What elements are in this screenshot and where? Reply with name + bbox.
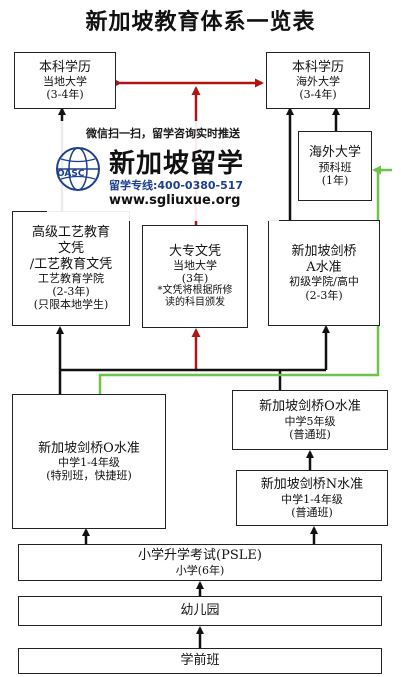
- box-line: (1年): [321, 173, 349, 187]
- box-n-level: 新加坡剑桥N水准 中学1-4年级 (普通班): [236, 470, 388, 526]
- box-title: 本科学历: [38, 59, 91, 75]
- page-title: 新加坡教育体系一览表: [85, 9, 316, 35]
- box-line: 中学5年级: [284, 414, 336, 428]
- box-a-level: 新加坡剑桥 A水准 初级学院/高中 (2-3年): [268, 220, 380, 326]
- box-psle: 小学升学考试(PSLE) 小学(6年): [18, 544, 382, 581]
- watermark-logo-text: OASC: [57, 169, 85, 179]
- box-title: 新加坡剑桥O水准: [38, 440, 140, 456]
- box-line: (普通班): [289, 427, 331, 441]
- box-local-bachelor: 本科学历 当地大学 (3-4年): [14, 52, 116, 109]
- box-line: 工艺教育学院: [38, 272, 104, 286]
- watermark-brand: 新加坡留学: [109, 149, 245, 179]
- box-overseas-prep: 海外大学 预科班 (1年): [298, 131, 372, 201]
- box-overseas-bachelor: 本科学历 海外大学 (3-4年): [266, 52, 370, 109]
- watermark: 微信扫一扫，留学咨询实时推送 OASC 新加坡留学 留学专线:400-0380-…: [47, 121, 279, 221]
- box-line: (2-3年): [52, 285, 90, 299]
- box-o-level-special: 新加坡剑桥O水准 中学1-4年级 (特别班，快捷班): [12, 394, 166, 529]
- box-line: 中学1-4年级: [281, 492, 343, 506]
- box-line: 当地大学: [43, 75, 87, 89]
- box-title: 幼儿园: [180, 603, 220, 619]
- box-line: 文凭: [57, 240, 84, 256]
- box-line: (3-4年): [299, 88, 337, 102]
- box-kindergarten: 幼儿园: [18, 596, 382, 626]
- box-line: 初级学院/高中: [289, 275, 359, 289]
- box-note: 读的科目颁发: [165, 297, 225, 309]
- box-line: 中学1-4年级: [58, 456, 120, 470]
- box-title: 新加坡剑桥O水准: [259, 399, 361, 415]
- box-preschool: 学前班: [18, 648, 382, 674]
- box-diploma: 大专文凭 当地大学 (3年) *文凭将根据所修 读的科目颁发: [142, 225, 248, 328]
- box-o-level-normal: 新加坡剑桥O水准 中学5年级 (普通班): [232, 390, 388, 450]
- box-line: (只限本地学生): [33, 298, 109, 312]
- box-note: *文凭将根据所修: [157, 285, 233, 297]
- watermark-hotline: 留学专线:400-0380-517: [109, 179, 244, 192]
- watermark-url: www.sgliuxue.org: [109, 193, 241, 208]
- box-title: 海外大学: [308, 145, 361, 161]
- watermark-slogan: 微信扫一扫，留学咨询实时推送: [86, 127, 240, 140]
- box-title: 高级工艺教育: [31, 225, 110, 241]
- box-higher-nitec: 高级工艺教育 文凭 /工艺教育文凭 工艺教育学院 (2-3年) (只限本地学生): [12, 211, 130, 326]
- box-line: (3年): [181, 272, 209, 286]
- box-title: 新加坡剑桥N水准: [260, 477, 364, 493]
- box-line: 小学(6年): [175, 563, 225, 577]
- box-line: A水准: [306, 259, 342, 275]
- box-line: 海外大学: [296, 75, 340, 89]
- box-line: 预科班: [318, 160, 352, 174]
- globe-icon: [56, 147, 100, 191]
- box-line: (普通班): [291, 505, 333, 519]
- box-line: 当地大学: [173, 259, 217, 273]
- box-line: (特别班，快捷班): [46, 469, 132, 483]
- box-line: (2-3年): [305, 288, 343, 302]
- box-title: 本科学历: [291, 59, 344, 75]
- box-line: /工艺教育文凭: [29, 256, 113, 272]
- box-title: 大专文凭: [168, 243, 221, 259]
- box-title: 学前班: [180, 653, 220, 669]
- box-title: 小学升学考试(PSLE): [138, 548, 262, 564]
- box-title: 新加坡剑桥: [291, 244, 357, 260]
- box-line: (3-4年): [46, 88, 84, 102]
